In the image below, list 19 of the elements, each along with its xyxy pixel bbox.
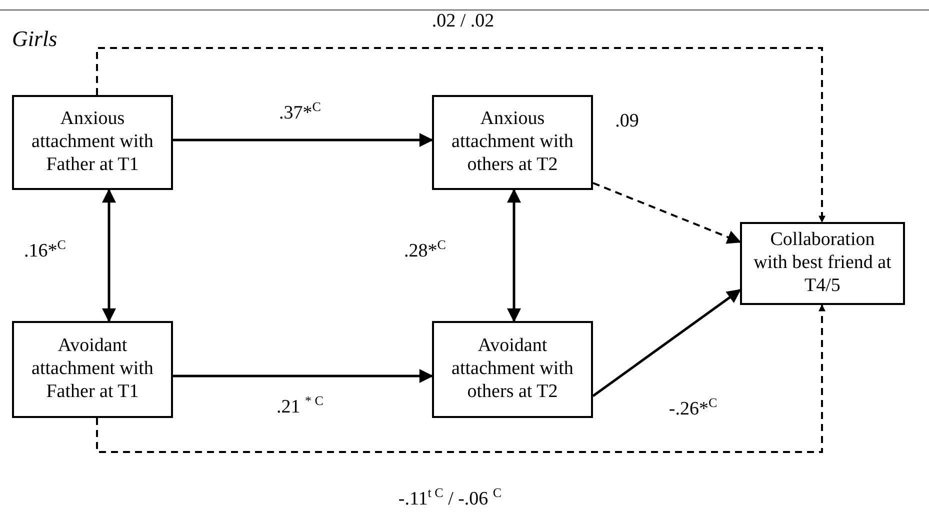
arrow: [592, 288, 742, 398]
arrow: [507, 188, 521, 322]
arrow: [102, 188, 116, 322]
variable-box: [432, 321, 593, 418]
box-label: Anxious attachment with others at T2: [450, 108, 574, 177]
variable-box: [740, 222, 905, 305]
variable-box: [432, 95, 593, 190]
box-label: Anxious attachment with Father at T1: [30, 108, 154, 177]
dashed-arrow: [96, 304, 826, 453]
variable-box: [12, 321, 173, 418]
box-label: Collaboration with best friend at T4/5: [752, 229, 892, 298]
panel-title: Girls: [12, 26, 58, 52]
box-label: Avoidant attachment with others at T2: [450, 335, 574, 404]
arrow: [173, 369, 434, 383]
box-label: Avoidant attachment with Father at T1: [30, 335, 154, 404]
dashed-arrow: [96, 47, 826, 223]
dashed-arrow: [592, 182, 742, 244]
variable-box: [12, 95, 173, 190]
arrow: [173, 133, 434, 147]
